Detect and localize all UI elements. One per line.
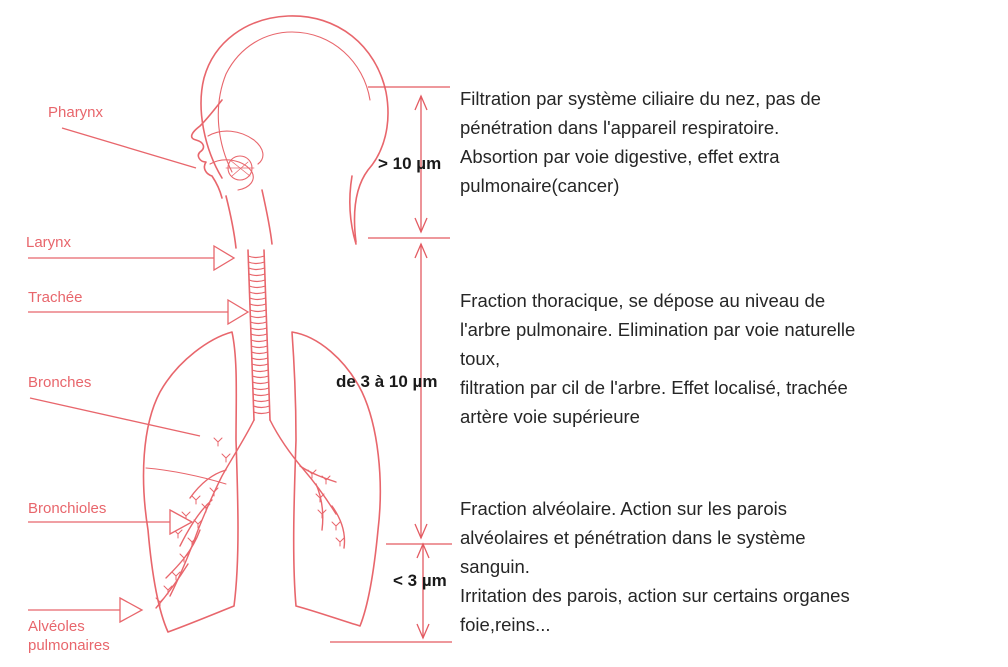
size-label-large: > 10 µm [378,154,441,174]
skull-inner [218,32,370,172]
trachea-rings [248,256,270,414]
label-larynx: Larynx [26,234,71,252]
left-lung-lobe-line [146,468,226,484]
description-medium: Fraction thoracique, se dépose au niveau… [460,286,855,431]
trachea-ring [251,346,267,348]
description-line: foie,reins... [460,610,850,639]
description-line: Filtration par système ciliaire du nez, … [460,84,821,113]
oral-cavity [210,160,253,190]
description-line: Fraction alvéolaire. Action sur les paro… [460,494,850,523]
size-label-small: < 3 µm [393,571,447,591]
trachea-ring [251,328,267,330]
bronchiole-bud [156,598,164,606]
description-small: Fraction alvéolaire. Action sur les paro… [460,494,850,639]
description-large: Filtration par système ciliaire du nez, … [460,84,821,200]
label-bronches: Bronches [28,374,91,392]
description-line: l'arbre pulmonaire. Elimination par voie… [460,315,855,344]
trachea-ring [249,292,265,294]
trachee-arrowhead [228,300,248,324]
face-profile [192,100,222,198]
trachea-ring [252,364,268,366]
bronchiole-bud [210,488,218,496]
label-bronchioles: Bronchioles [28,500,106,518]
label-pharynx: Pharynx [48,104,103,122]
description-line: artère voie supérieure [460,402,855,431]
neck-front [226,196,236,248]
description-line: toux, [460,344,855,373]
trachea-ring [249,268,265,270]
description-line: sanguin. [460,552,850,581]
label-pulmonaires: pulmonaires [28,637,110,655]
bronchiole-bud [192,496,200,504]
alveoles-arrowhead [120,598,142,622]
trachea-ring [249,274,265,276]
description-line: Fraction thoracique, se dépose au niveau… [460,286,855,315]
trachea-ring [248,256,264,258]
trachea-ring [250,304,266,306]
trachea-ring [252,370,268,372]
trachea-ring [253,400,269,402]
bronchiole-bud [332,522,340,530]
trachea-ring [249,280,265,282]
respiratory-anatomy-drawing [144,16,388,632]
pharynx-pointer [62,128,196,168]
description-line: alvéolaires et pénétration dans le systè… [460,523,850,552]
size-label-medium: de 3 à 10 µm [336,372,437,392]
label-trachee: Trachée [28,289,82,307]
bronchiole-bud [336,538,344,546]
trachea-ring [253,388,269,390]
trachea-ring [248,262,264,264]
label-alveoles: Alvéoles [28,618,85,636]
nasal-cavity [208,131,263,164]
description-line: pénétration dans l'appareil respiratoire… [460,113,821,142]
description-line: pulmonaire(cancer) [460,171,821,200]
larynx-arrowhead [214,246,234,270]
trachea-ring [250,298,266,300]
trachea-ring [253,394,269,396]
trachea-ring [254,412,270,414]
trachea-ring [252,376,268,378]
bronches-pointer [30,398,200,436]
trachea-ring [251,322,267,324]
description-line: Absortion par voie digestive, effet extr… [460,142,821,171]
description-line: Irritation des parois, action sur certai… [460,581,850,610]
trachea-ring [250,310,266,312]
trachea-ring [250,316,266,318]
trachea-ring [252,352,268,354]
neck-back [262,190,272,244]
trachea-ring [253,382,269,384]
trachea-ring [249,286,265,288]
trachea-ring [254,406,270,408]
trachea-ring [251,340,267,342]
description-line: filtration par cil de l'arbre. Effet loc… [460,373,855,402]
bronchiole-bud [222,454,230,462]
trachea-ring [251,334,267,336]
left-lung [144,332,238,632]
trachea-ring [252,358,268,360]
bronchiole-bud [214,438,222,446]
